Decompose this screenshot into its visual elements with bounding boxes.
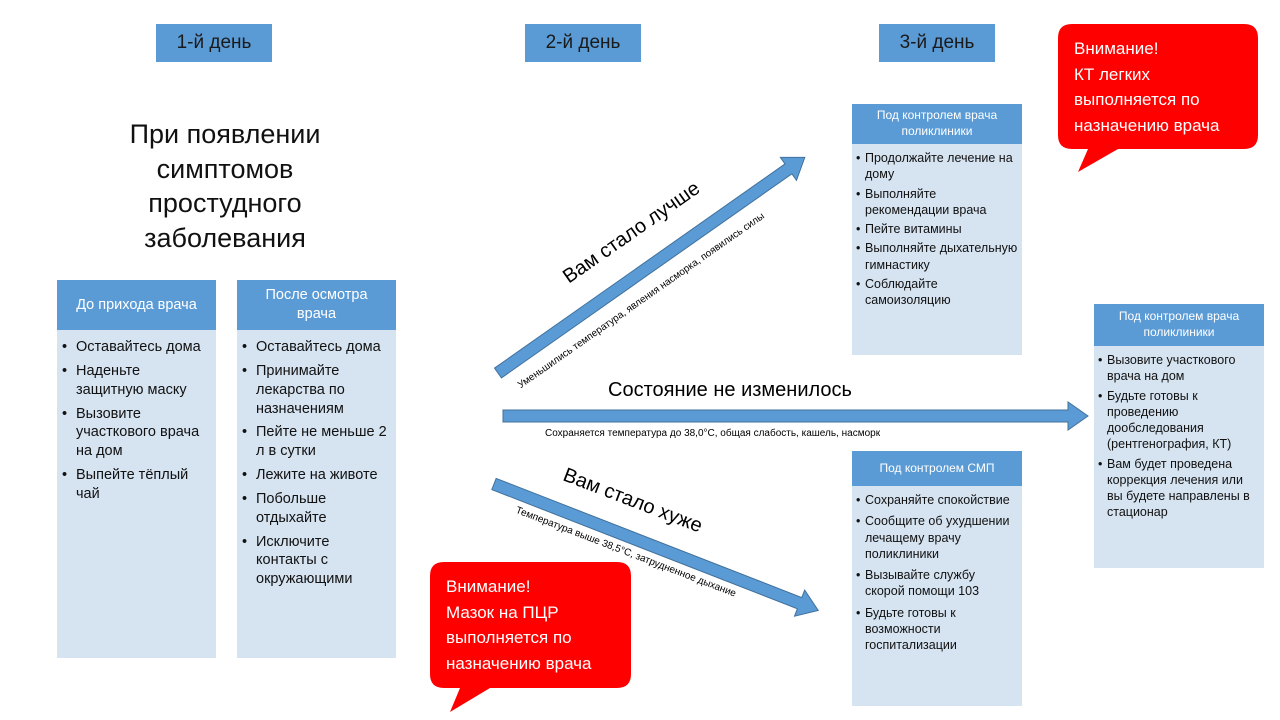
list-item: Оставайтесь дома bbox=[62, 338, 210, 357]
card-smp: Под контролем СМП Сохраняйте спокойствие… bbox=[852, 451, 1022, 706]
card-header: Под контролем СМП bbox=[852, 451, 1022, 486]
list-item: Сохраняйте спокойствие bbox=[856, 492, 1018, 509]
day-3-header: 3-й день bbox=[879, 24, 995, 62]
list-item: Вызовите участкового врача на дом bbox=[1098, 352, 1260, 385]
label-unchanged: Состояние не изменилось bbox=[608, 379, 852, 401]
list-item: Сообщите об ухудшении лечащему врачу пол… bbox=[856, 513, 1018, 562]
card-clinic-better: Под контролем врача поликлиники Продолжа… bbox=[852, 104, 1022, 355]
card-header: До прихода врача bbox=[57, 280, 216, 330]
list-item: Вам будет проведена коррекция лечения ил… bbox=[1098, 456, 1260, 521]
list-item: Оставайтесь дома bbox=[242, 338, 390, 357]
list-item: Продолжайте лечение на дому bbox=[856, 150, 1018, 183]
day-2-header: 2-й день bbox=[525, 24, 641, 62]
list-item: Наденьте защитную маску bbox=[62, 362, 210, 400]
list-item: Пейте витамины bbox=[856, 221, 1018, 238]
list-item: Принимайте лекарства по назначениям bbox=[242, 362, 390, 419]
callout-bubble bbox=[430, 562, 631, 712]
list-item: Лежите на животе bbox=[242, 466, 390, 485]
card-header: Под контролем врача поликлиники bbox=[1094, 304, 1264, 346]
page-title: При появлении симптомов простудного забо… bbox=[129, 119, 321, 253]
arrow-worse bbox=[491, 477, 820, 617]
list-item: Будьте готовы к проведению дообследовани… bbox=[1098, 388, 1260, 453]
sublabel-unchanged: Сохраняется температура до 38,0°С, общая… bbox=[545, 428, 881, 439]
card-header: После осмотра врача bbox=[237, 280, 396, 330]
arrow-unchanged bbox=[502, 401, 1089, 431]
list-item: Вызывайте службу скорой помощи 103 bbox=[856, 567, 1018, 600]
list-item: Будьте готовы к возможности госпитализац… bbox=[856, 605, 1018, 654]
card-clinic-unchanged: Под контролем врача поликлиники Вызовите… bbox=[1094, 304, 1264, 568]
list-item: Пейте не меньше 2 л в сутки bbox=[242, 423, 390, 461]
list-item: Побольше отдыхайте bbox=[242, 490, 390, 528]
arrow-better bbox=[493, 156, 806, 379]
list-item: Выполняйте рекомендации врача bbox=[856, 186, 1018, 219]
card-before-doctor: До прихода врача Оставайтесь дома Надень… bbox=[57, 280, 216, 658]
callout-pcr: Внимание! Мазок на ПЦР выполняется по на… bbox=[430, 562, 631, 714]
card-header: Под контролем врача поликлиники bbox=[852, 104, 1022, 144]
callout-ct: Внимание! КТ легких выполняется по назна… bbox=[1058, 24, 1258, 174]
list-item: Выполняйте дыхательную гимнастику bbox=[856, 240, 1018, 273]
list-item: Исключите контакты с окружающими bbox=[242, 533, 390, 590]
list-item: Соблюдайте самоизоляцию bbox=[856, 276, 1018, 309]
callout-bubble bbox=[1058, 24, 1258, 172]
card-after-exam: После осмотра врача Оставайтесь дома При… bbox=[237, 280, 396, 658]
day-1-header: 1-й день bbox=[156, 24, 272, 62]
list-item: Выпейте тёплый чай bbox=[62, 466, 210, 504]
list-item: Вызовите участкового врача на дом bbox=[62, 405, 210, 462]
